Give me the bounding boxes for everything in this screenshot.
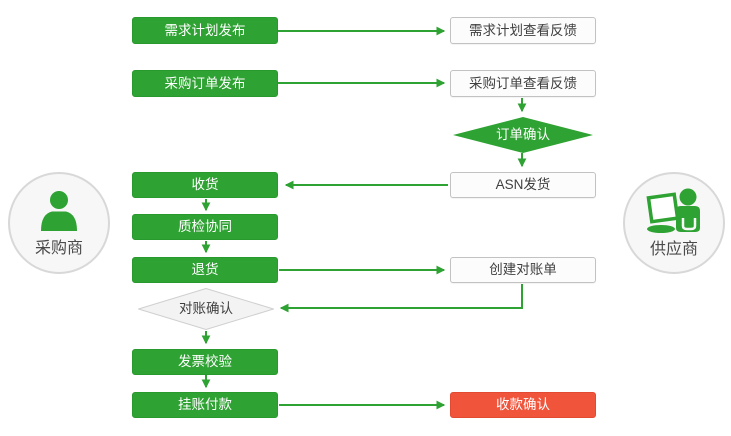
node-receipt-confirm: 收款确认: [450, 392, 596, 418]
actor-buyer-label: 采购商: [34, 239, 83, 257]
node-purchase-order-feedback: 采购订单查看反馈: [450, 70, 596, 97]
node-statement-confirm: 对账确认: [138, 288, 274, 330]
node-label: 采购订单查看反馈: [469, 75, 577, 91]
node-label: 质检协同: [178, 219, 232, 235]
node-label: 收款确认: [496, 397, 550, 413]
user-laptop-icon: [646, 188, 700, 233]
actor-buyer: 采购商: [8, 172, 110, 274]
node-label: 需求计划发布: [164, 22, 246, 38]
node-asn-ship: ASN发货: [450, 172, 596, 198]
node-label: 需求计划查看反馈: [469, 22, 577, 38]
node-label: 退货: [191, 262, 219, 278]
node-quality-check: 质检协同: [132, 214, 278, 240]
actor-supplier: 供应商: [623, 172, 725, 274]
node-purchase-order-publish: 采购订单发布: [132, 70, 278, 97]
node-receive-goods: 收货: [132, 172, 278, 198]
node-pay-on-account: 挂账付款: [132, 392, 278, 418]
node-invoice-check: 发票校验: [132, 349, 278, 375]
node-return-goods: 退货: [132, 257, 278, 283]
node-label: 对账确认: [179, 301, 233, 317]
node-label: ASN发货: [495, 177, 551, 193]
node-label: 采购订单发布: [164, 75, 246, 91]
user-icon: [41, 190, 77, 231]
node-label: 挂账付款: [178, 397, 232, 413]
node-label: 发票校验: [178, 354, 232, 370]
actor-supplier-label: 供应商: [649, 240, 698, 258]
node-label: 订单确认: [496, 127, 550, 143]
node-label: 收货: [191, 177, 219, 193]
node-create-statement: 创建对账单: [450, 257, 596, 283]
node-demand-plan-publish: 需求计划发布: [132, 17, 278, 44]
node-label: 创建对账单: [489, 262, 557, 278]
diamond-shape: [138, 288, 274, 330]
node-order-confirm: 订单确认: [453, 117, 593, 153]
diamond-shape: [453, 117, 593, 153]
node-demand-plan-feedback: 需求计划查看反馈: [450, 17, 596, 44]
